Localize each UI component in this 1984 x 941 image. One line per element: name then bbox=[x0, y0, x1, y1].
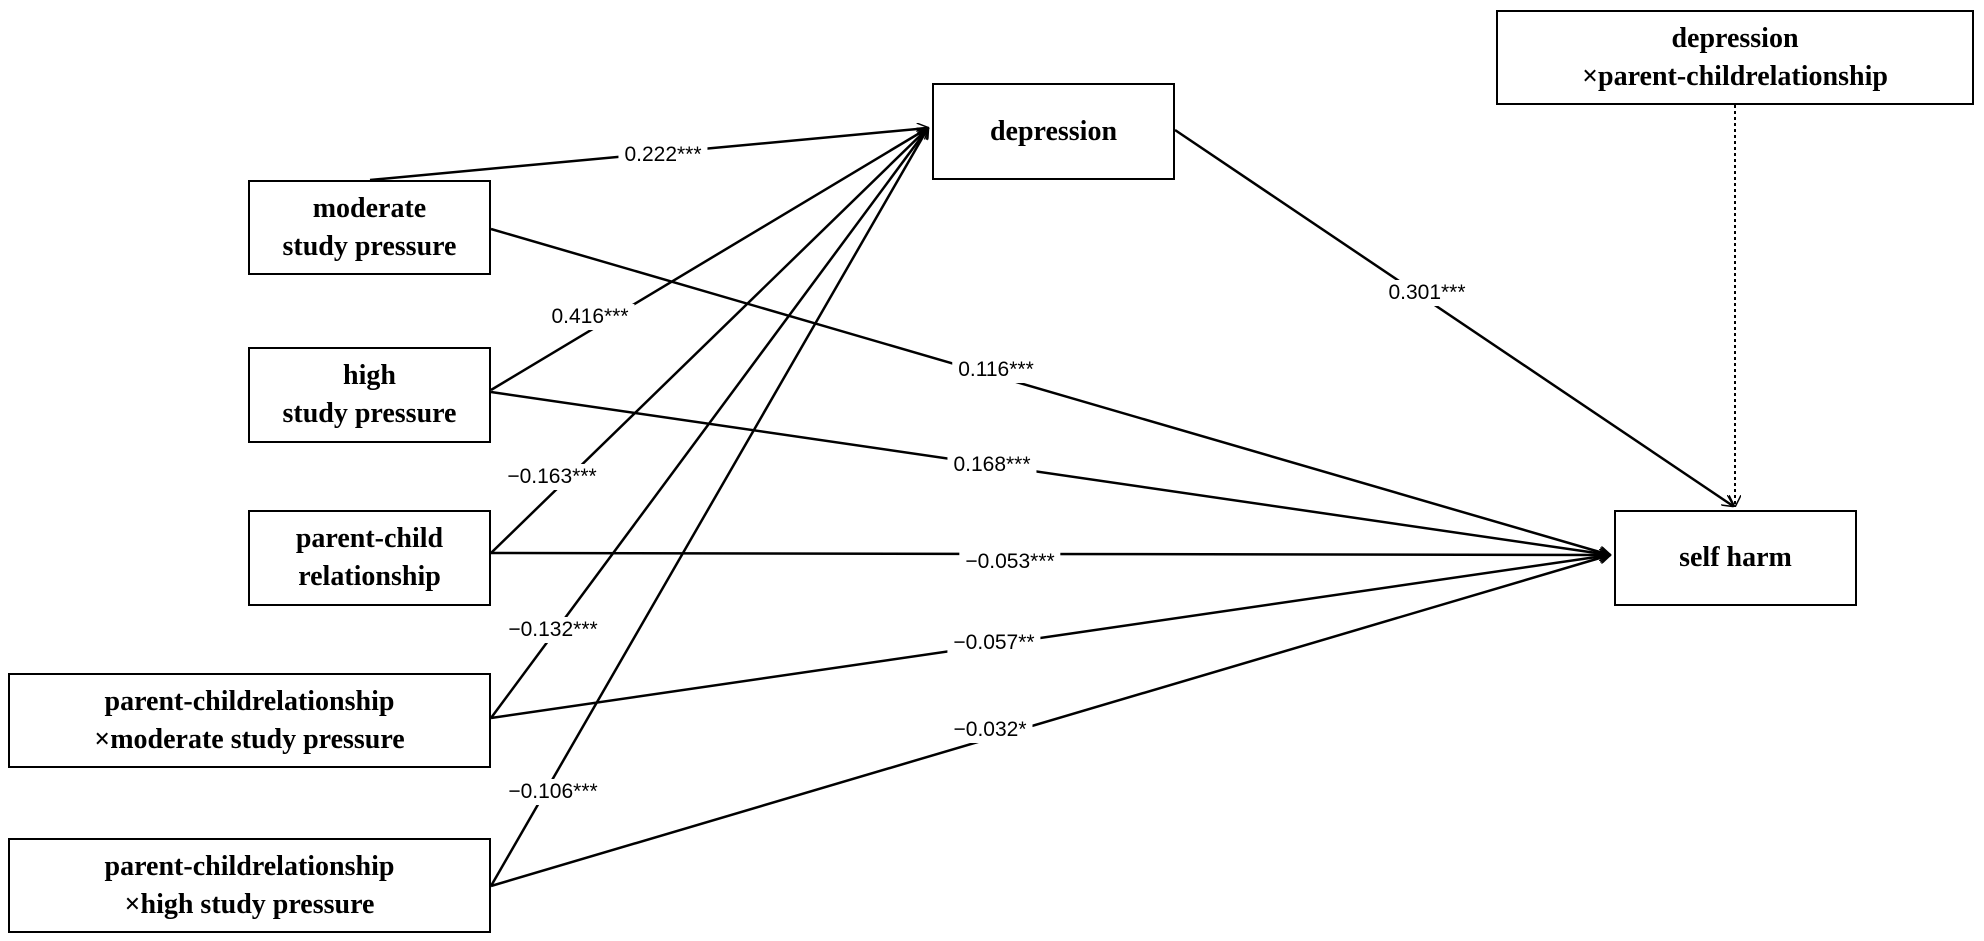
moderate-study-pressure-box: moderate study pressure bbox=[248, 180, 491, 275]
depression-box: depression bbox=[932, 83, 1175, 180]
coefficient-pcr-moderate-to-depression: −0.132*** bbox=[502, 617, 604, 643]
coefficient-moderate-to-self-harm: 0.116*** bbox=[952, 357, 1040, 383]
parent-child-relationship-x-moderate-study-pressure-label-line-2: ×moderate study pressure bbox=[94, 723, 405, 755]
parent-child-relationship-box: parent-child relationship bbox=[248, 510, 491, 606]
path-arrow-pcr-high-to-depression bbox=[489, 128, 928, 887]
coefficient-pcr-high-to-depression: −0.106*** bbox=[502, 779, 604, 805]
coefficient-parent-child-to-depression: −0.163*** bbox=[501, 464, 603, 490]
high-study-pressure-label-line-2: study pressure bbox=[282, 398, 457, 429]
depression-x-parent-child-relationship-label-line-2: ×parent-childrelationship bbox=[1582, 60, 1888, 92]
path-arrow-pcr-high-to-self-harm bbox=[490, 555, 1610, 888]
depression-x-parent-child-relationship-label-line-1: depression bbox=[1671, 22, 1799, 54]
parent-child-relationship-x-moderate-study-pressure-box: parent-childrelationship ×moderate study … bbox=[8, 673, 491, 768]
moderate-study-pressure-label-line-2: study pressure bbox=[282, 230, 457, 262]
depression-label-line-1: depression bbox=[989, 115, 1118, 147]
path-arrow-moderate-to-self-harm bbox=[490, 227, 1610, 555]
parent-child-relationship-x-high-study-pressure-label-line-2: ×high study pressure bbox=[124, 888, 375, 920]
high-study-pressure-box: high study pressure bbox=[248, 347, 491, 443]
depression-x-parent-child-relationship-box: depression ×parent-childrelationship bbox=[1496, 10, 1974, 105]
parent-child-relationship-x-high-study-pressure-box: parent-childrelationship ×high study pres… bbox=[8, 838, 491, 933]
coefficient-pcr-high-to-self-harm: −0.032* bbox=[947, 717, 1033, 743]
coefficient-depression-to-self-harm: 0.301*** bbox=[1382, 280, 1472, 306]
self-harm-box: self harm bbox=[1614, 510, 1857, 606]
coefficient-pcr-moderate-to-self-harm: −0.057** bbox=[947, 630, 1041, 656]
path-arrow-high-to-self-harm bbox=[490, 390, 1610, 555]
path-arrow-high-to-depression bbox=[490, 128, 928, 392]
coefficient-moderate-to-depression: 0.222*** bbox=[618, 142, 708, 168]
parent-child-relationship-label-line-2: relationship bbox=[298, 561, 441, 592]
coefficient-high-to-depression: 0.416*** bbox=[545, 304, 635, 330]
moderate-study-pressure-label-line-1: moderate bbox=[312, 192, 427, 224]
parent-child-relationship-label-line-1: parent-child bbox=[295, 523, 444, 554]
coefficient-parent-child-to-self-harm: −0.053*** bbox=[959, 549, 1061, 575]
path-arrow-depression-to-self-harm bbox=[1174, 128, 1733, 506]
path-arrow-pcr-moderate-to-self-harm bbox=[490, 555, 1610, 720]
parent-child-relationship-x-high-study-pressure-label-line-1: parent-childrelationship bbox=[104, 850, 395, 882]
coefficient-high-to-self-harm: 0.168*** bbox=[947, 452, 1037, 478]
self-harm-label-line-1: self harm bbox=[1679, 542, 1792, 573]
parent-child-relationship-x-moderate-study-pressure-label-line-1: parent-childrelationship bbox=[104, 685, 395, 717]
high-study-pressure-label-line-1: high bbox=[343, 360, 396, 391]
